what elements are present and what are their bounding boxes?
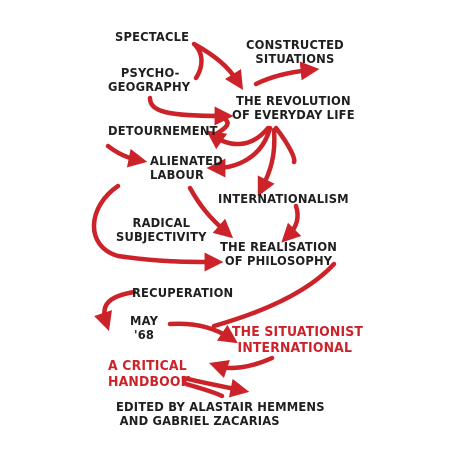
term-alienated-labour: ALIENATED LABOUR bbox=[150, 153, 223, 182]
term-radical-subjectivity: RADICAL SUBJECTIVITY bbox=[116, 215, 207, 244]
term-realisation-philosophy: THE REALISATION OF PHILOSOPHY bbox=[220, 239, 338, 268]
term-spectacle: SPECTACLE bbox=[115, 29, 190, 44]
arrow-situationist-handbook bbox=[209, 355, 275, 378]
arrow-handbook-editors bbox=[181, 375, 250, 398]
term-may-68: MAY '68 bbox=[130, 313, 159, 342]
term-internationalism: INTERNATIONALISM bbox=[218, 191, 349, 206]
arrow-realisation-recuperation bbox=[211, 261, 337, 329]
arrow-alienated-realisation bbox=[187, 185, 234, 239]
arrow-internationalism-realisation bbox=[281, 203, 302, 243]
arrow-revolution-alienated bbox=[206, 125, 273, 178]
term-psychogeography: PSYCHO- GEOGRAPHY bbox=[108, 65, 191, 94]
term-detournement: DETOURNEMENT bbox=[108, 123, 218, 138]
arrow-handbook-lower bbox=[183, 381, 225, 399]
arrow-detournement-alienated bbox=[105, 143, 148, 168]
arrow-alienated-radical bbox=[91, 183, 224, 272]
arrow-detournement-revolution bbox=[213, 117, 230, 137]
arrow-revolution-constructed bbox=[253, 61, 320, 87]
arrow-may-situationist bbox=[167, 321, 238, 344]
arrow-spectacle-constructed bbox=[193, 43, 204, 81]
book-subtitle: A CRITICAL HANDBOOK bbox=[108, 358, 191, 390]
arrow-revolution-right bbox=[273, 125, 297, 165]
book-title: THE SITUATIONIST INTERNATIONAL bbox=[232, 324, 364, 356]
arrow-recuperation-may bbox=[94, 289, 137, 331]
term-constructed-situations: CONSTRUCTED SITUATIONS bbox=[246, 37, 344, 66]
term-revolution-everyday-life: THE REVOLUTION OF EVERYDAY LIFE bbox=[232, 93, 355, 122]
book-editors: EDITED BY ALASTAIR HEMMENS AND GABRIEL Z… bbox=[116, 399, 325, 428]
arrow-revolution-internationalism bbox=[257, 127, 277, 197]
arrow-revolution-detournement bbox=[206, 125, 271, 150]
arrow-psycho-revolution bbox=[147, 95, 234, 126]
term-recuperation: RECUPERATION bbox=[132, 285, 234, 300]
